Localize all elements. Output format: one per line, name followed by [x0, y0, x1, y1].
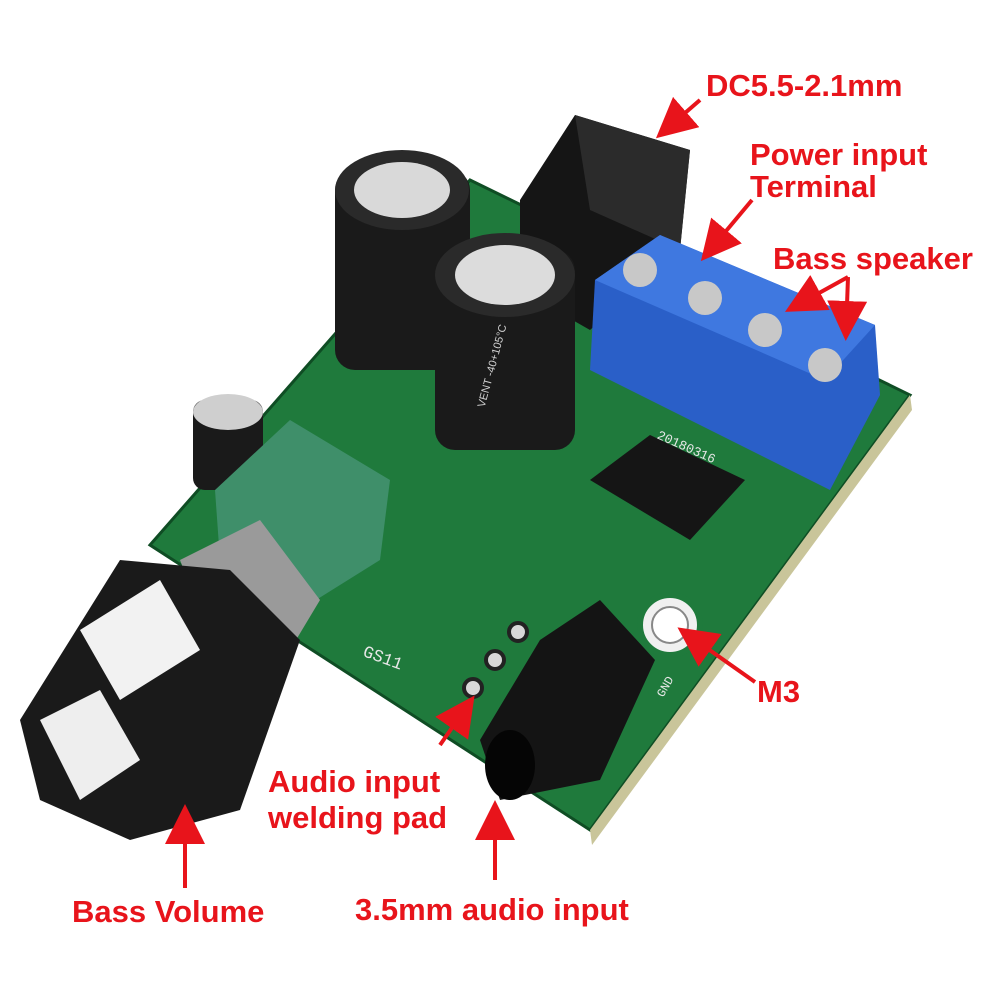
callout-arrows [165, 96, 868, 888]
label-audio-pad-line1: Audio input [268, 764, 441, 799]
ic-chip [590, 435, 745, 540]
arrow-bass-speaker-1 [785, 275, 849, 312]
arrow-m3 [677, 627, 757, 684]
label-bass-speaker: Bass speaker [773, 241, 973, 276]
arrow-bass-speaker-2 [827, 276, 868, 341]
arrow-audio-pad [435, 695, 475, 747]
label-power-input-line1: Power input [750, 137, 928, 172]
volume-knob [20, 560, 300, 840]
label-power-input-line2: Terminal [750, 169, 877, 204]
capacitor-large-2 [435, 233, 575, 450]
audio-input-pads [462, 621, 529, 699]
label-audio-pad-line2: welding pad [268, 800, 448, 835]
label-audio-jack: 3.5mm audio input [355, 892, 629, 927]
arrow-power-input [700, 198, 754, 262]
audio-jack-3-5mm [480, 600, 655, 800]
label-dc-jack: DC5.5-2.1mm [706, 68, 903, 103]
label-bass-volume: Bass Volume [72, 894, 265, 929]
label-m3: M3 [757, 674, 801, 709]
arrow-dc-jack [655, 96, 702, 139]
